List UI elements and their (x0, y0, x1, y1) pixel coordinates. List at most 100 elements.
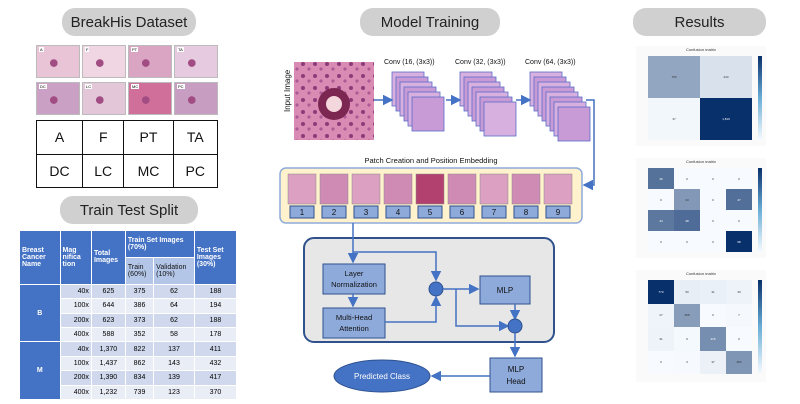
mha-label-1: Multi-Head (336, 313, 372, 322)
conv-stacks (391, 71, 591, 142)
cm-cell: 30 (726, 280, 752, 304)
table-cell: 188 (193, 283, 238, 300)
patch-number-box (353, 205, 379, 219)
patch-number: 6 (460, 208, 465, 217)
table-cell: 739 (124, 384, 155, 401)
split-table: Breast Cancer Name Mag nifica tion Total… (19, 230, 238, 401)
thumbnail-label: F (85, 47, 90, 52)
table-cell: 40x (59, 341, 92, 357)
arrow-conv3-patches (582, 99, 595, 191)
patch-title: Patch Creation and Position Embedding (364, 156, 497, 165)
skip-connection-1 (353, 251, 442, 282)
arrow-mha-add (385, 295, 442, 323)
add-node-1 (428, 281, 444, 297)
cm-cell: 7 (726, 303, 752, 327)
patch-number-box (449, 205, 475, 219)
cm-cell: 0 (700, 231, 726, 252)
cm-cell: 0 (700, 210, 726, 231)
results-header: Results (633, 8, 766, 36)
feature-map (483, 101, 517, 137)
thumbnail-label: PC (177, 84, 185, 89)
patch-image (447, 173, 477, 205)
cm-title: Confusion matrix (685, 47, 716, 52)
layer-norm-label-2: Normalization (331, 280, 377, 289)
thumbnail-label: MC (131, 84, 140, 89)
table-cell: 100x (59, 355, 92, 372)
mlp-head-label-2: Head (506, 377, 525, 386)
col-test: Test Set Images (30%) (193, 230, 238, 285)
table-cell: 644 (90, 298, 126, 314)
patch-number: 1 (300, 208, 305, 217)
predicted-class-node (333, 359, 431, 393)
training-header: Model Training (360, 8, 500, 36)
group-name: M (19, 341, 61, 400)
patch-number-box (481, 205, 507, 219)
mlp-head-label-1: MLP (508, 365, 524, 374)
cm-cell: 44 (648, 210, 674, 231)
class-cell: PC (172, 153, 218, 188)
patch-number: 9 (556, 208, 561, 217)
patch-image (351, 173, 381, 205)
dataset-header: BreakHis Dataset (62, 8, 196, 36)
table-cell: 411 (193, 341, 238, 357)
patch-image (543, 173, 573, 205)
layer-norm-label-1: Layer (345, 269, 364, 278)
cm-cell: 0 (726, 168, 752, 189)
feature-map (411, 96, 445, 132)
dataset-thumbnail: PC (174, 82, 218, 115)
table-cell: 62 (153, 312, 195, 329)
cm-cell: 0 (700, 168, 726, 189)
thumbnail-label: DC (39, 84, 47, 89)
cm-cell: 765 (648, 56, 700, 98)
table-cell: 417 (193, 370, 238, 386)
conv-label-3: Conv (64, (3x3)) (525, 59, 576, 66)
patch-number: 7 (492, 208, 497, 217)
dataset-thumbnail: TA (174, 45, 218, 78)
table-cell: 625 (90, 283, 126, 300)
patch-number: 5 (428, 208, 433, 217)
cm-cell: 27 (648, 303, 674, 327)
table-cell: 370 (193, 384, 238, 401)
class-cell: PT (123, 120, 174, 155)
class-cell: TA (172, 120, 218, 155)
mha-block (322, 307, 386, 339)
cm-cell: 415 (700, 327, 726, 351)
table-cell: 123 (153, 384, 195, 401)
patch-image (415, 173, 445, 205)
input-image-lumen (326, 96, 342, 112)
cm-colorbar (758, 168, 762, 252)
cm-cell: 0 (726, 327, 752, 351)
table-cell: 588 (90, 327, 126, 343)
conv-label-1: Conv (16, (3x3)) (384, 59, 435, 66)
col-total: Total Images (90, 230, 126, 285)
table-cell: 432 (193, 355, 238, 372)
thumbnail-label: TA (177, 47, 184, 52)
mha-label-2: Attention (339, 324, 369, 333)
table-cell: 40x (59, 283, 92, 300)
dataset-thumbnail: F (82, 45, 126, 78)
class-grid: A F PT TA DC LC MC PC (35, 120, 218, 188)
table-cell: 200x (59, 370, 92, 386)
col-breast: Breast Cancer Name (19, 230, 61, 285)
col-train: Train (60%) (124, 256, 155, 285)
mlp-block (479, 275, 531, 305)
patch-number-box (321, 205, 347, 219)
patch-number-box (289, 205, 315, 219)
mlp-head-block (489, 357, 543, 393)
cm-title: Confusion matrix (685, 271, 716, 276)
cm-cell: 37 (648, 98, 700, 140)
cm-cell: 0 (700, 189, 726, 210)
patch-image (479, 173, 509, 205)
class-cell: MC (123, 153, 174, 188)
table-cell: 373 (124, 312, 155, 329)
